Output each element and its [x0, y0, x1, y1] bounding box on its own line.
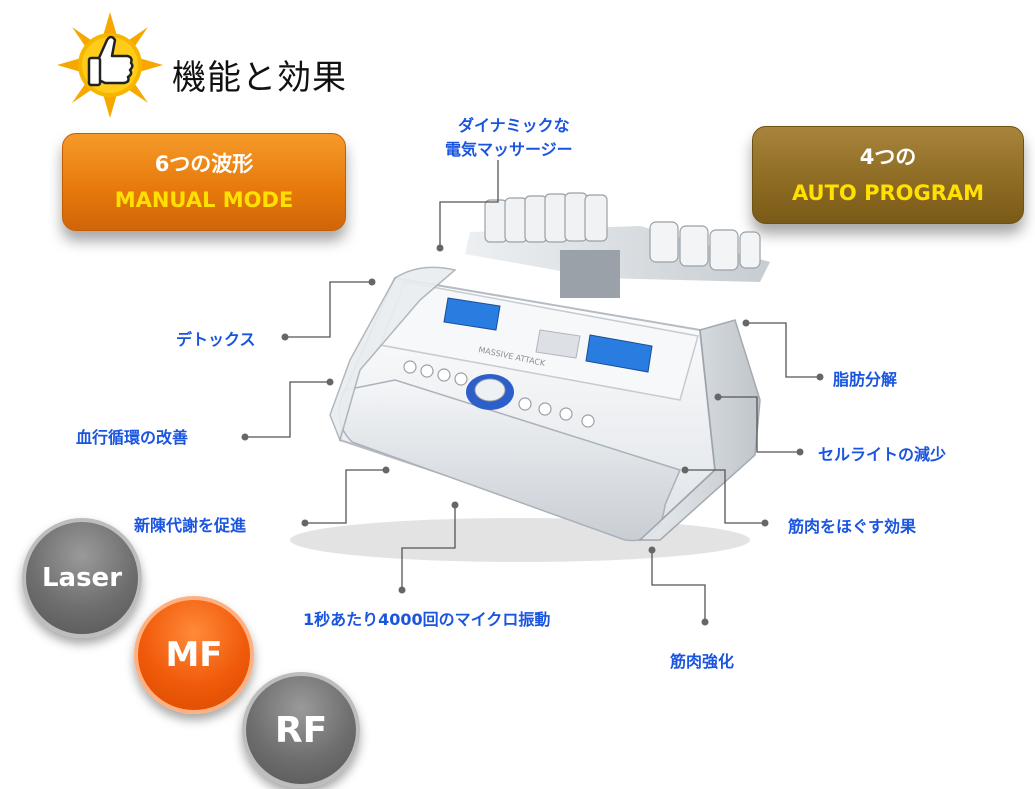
auto-program-line1: 4つの: [859, 145, 917, 169]
mode-laser: Laser: [22, 518, 142, 638]
mode-mf-label: MF: [165, 635, 223, 675]
label-detox: デトックス: [176, 330, 256, 349]
thumbs-up-icon: [57, 12, 163, 118]
manual-mode-badge: 6つの波形 MANUAL MODE: [62, 133, 346, 231]
auto-program-line2: AUTO PROGRAM: [791, 181, 985, 205]
auto-program-badge: 4つの AUTO PROGRAM: [752, 126, 1024, 224]
label-muscle-strength: 筋肉強化: [670, 652, 735, 671]
mode-mf: MF: [134, 596, 254, 714]
mode-laser-label: Laser: [41, 563, 123, 593]
label-muscle-relax: 筋肉をほぐす効果: [788, 517, 917, 536]
label-metabolism: 新陳代謝を促進: [134, 516, 247, 535]
label-vibration: 1秒あたり4000回のマイクロ振動: [303, 610, 551, 629]
manual-mode-line2: MANUAL MODE: [114, 188, 294, 212]
label-cellulite: セルライトの減少: [818, 445, 947, 464]
mode-rf: RF: [242, 672, 360, 788]
label-fat: 脂肪分解: [833, 370, 898, 389]
label-circulation: 血行循環の改善: [76, 428, 189, 447]
mode-rf-label: RF: [274, 709, 328, 751]
label-massage-line1: ダイナミックな: [458, 116, 570, 135]
manual-mode-line1: 6つの波形: [154, 152, 254, 176]
label-massage-line2: 電気マッサージー: [445, 140, 573, 159]
page-title: 機能と効果: [172, 58, 347, 98]
